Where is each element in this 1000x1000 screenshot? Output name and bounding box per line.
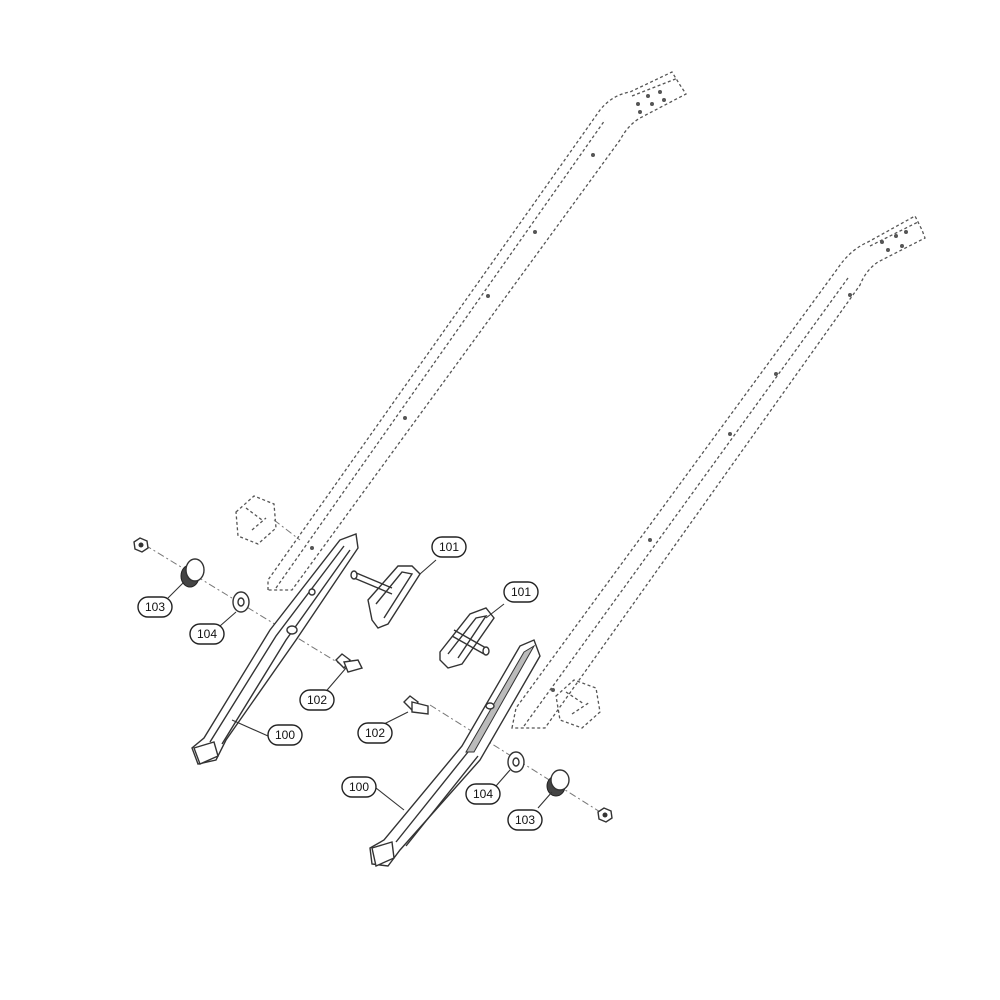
right-bolt: [403, 695, 429, 715]
callout-101-right: 101: [503, 581, 539, 603]
svg-text:101: 101: [511, 585, 531, 599]
right-handle-clamp-block: [555, 679, 601, 729]
callout-104-left: 104: [189, 623, 225, 645]
callout-100-right: 100: [341, 776, 377, 798]
right-assembly-axis: [429, 704, 606, 816]
left-lower-handle: [191, 533, 359, 765]
left-nut: [133, 537, 149, 553]
svg-text:103: 103: [515, 813, 535, 827]
callout-104-right: 104: [465, 783, 501, 805]
right-spacer: [546, 769, 570, 797]
callout-102-right: 102: [357, 722, 393, 744]
svg-text:102: 102: [365, 726, 385, 740]
leader-lines: [167, 559, 553, 811]
left-bolt: [335, 653, 364, 673]
callout-103-left: 103: [137, 596, 173, 618]
right-quick-release-lever: [439, 607, 495, 669]
callout-102-left: 102: [299, 689, 335, 711]
callout-103-right: 103: [507, 809, 543, 831]
svg-text:104: 104: [197, 627, 217, 641]
left-handle-clamp-block: [235, 495, 301, 545]
left-upper-handle-tube: [267, 71, 687, 591]
right-washer: [507, 751, 525, 773]
svg-text:104: 104: [473, 787, 493, 801]
svg-text:100: 100: [275, 728, 295, 742]
svg-text:101: 101: [439, 540, 459, 554]
left-washer: [232, 591, 250, 613]
svg-text:103: 103: [145, 600, 165, 614]
left-quick-release-lever: [350, 565, 421, 629]
right-nut: [597, 807, 613, 823]
callout-101-left: 101: [431, 536, 467, 558]
svg-text:102: 102: [307, 693, 327, 707]
left-spacer: [180, 558, 205, 588]
right-upper-handle-tube: [511, 215, 926, 729]
svg-text:100: 100: [349, 780, 369, 794]
right-lower-handle: [369, 639, 541, 867]
callout-100-left: 100: [267, 724, 303, 746]
